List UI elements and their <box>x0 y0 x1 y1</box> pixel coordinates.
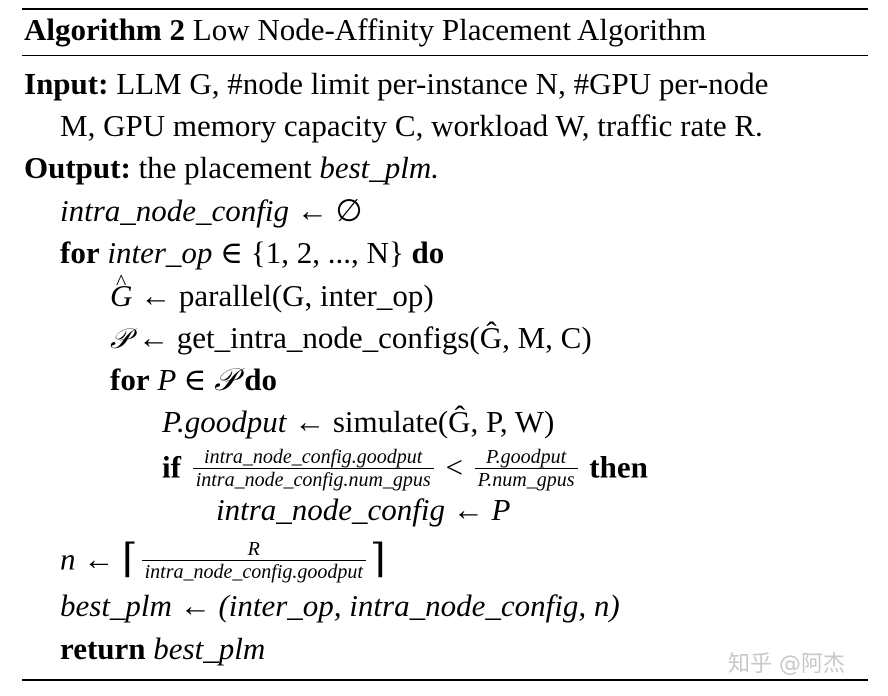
step-9-fraction-num: R <box>141 538 366 561</box>
step-11-var: best_plm <box>153 631 266 666</box>
step-2: for inter_op ∈ {1, 2, ..., N} do <box>60 235 444 271</box>
step-11-return: return <box>60 631 146 666</box>
ceil-left: ⌈ <box>122 535 138 581</box>
step-9-lhs: n ← <box>60 541 115 577</box>
step-6-rhs: ← simulate(Ĝ, P, W) <box>294 404 555 439</box>
step-4-rhs: ← get_intra_node_configs(Ĝ, M, C) <box>137 320 592 355</box>
step-7-fraction-1-num: intra_node_config.goodput <box>192 446 434 469</box>
step-4-lhs: 𝒫 <box>110 322 131 355</box>
step-2-do: do <box>411 235 445 270</box>
step-7-fraction-2-den: P.num_gpus <box>477 469 575 491</box>
algorithm-title: Low Node-Affinity Placement Algorithm <box>192 12 707 47</box>
step-1-rhs: ← ∅ <box>296 193 363 228</box>
output-keyword: Output: <box>24 150 131 185</box>
step-3-rhs: ← parallel(G, inter_op) <box>140 278 434 313</box>
top-rule <box>22 8 868 10</box>
step-6: P.goodput ← simulate(Ĝ, P, W) <box>162 404 554 440</box>
step-10-lhs: best_plm <box>60 588 172 623</box>
bottom-rule <box>22 679 868 681</box>
algorithm-header: Algorithm 2 Low Node-Affinity Placement … <box>24 12 706 48</box>
input-text-1: LLM G, #node limit per-instance N, #GPU … <box>116 66 769 101</box>
step-8: intra_node_config ← P <box>216 492 510 528</box>
step-5-for: for <box>110 362 150 397</box>
input-text-2: M, GPU memory capacity C, workload W, tr… <box>60 108 763 143</box>
step-3: G ← parallel(G, inter_op) <box>110 278 434 314</box>
input-keyword: Input: <box>24 66 109 101</box>
step-7-fraction-1-den: intra_node_config.num_gpus <box>195 469 431 491</box>
step-11: return best_plm <box>60 631 265 667</box>
step-8-text: intra_node_config ← P <box>216 492 511 527</box>
watermark: 知乎 @阿杰 <box>728 652 845 677</box>
step-1-var: intra_node_config <box>60 193 290 228</box>
step-6-lhs: P.goodput <box>162 404 287 439</box>
header-rule <box>22 55 868 56</box>
step-5: for P ∈ 𝒫 do <box>110 362 277 398</box>
step-5-expr: P ∈ 𝒫 <box>157 362 237 397</box>
step-2-set: ∈ {1, 2, ..., N} <box>220 235 404 270</box>
step-7-fraction-1: intra_node_config.goodput intra_node_con… <box>192 446 434 491</box>
step-1: intra_node_config ← ∅ <box>60 193 363 229</box>
step-7: if intra_node_config.goodput intra_node_… <box>162 446 648 493</box>
step-9-fraction: R intra_node_config.goodput <box>141 538 366 583</box>
step-9-fraction-den: intra_node_config.goodput <box>144 561 363 583</box>
step-7-then: then <box>589 449 648 485</box>
step-10-rhs: ← (inter_op, intra_node_config, n) <box>179 588 620 623</box>
output-var: best_plm. <box>319 150 439 185</box>
step-7-lt: < <box>445 449 463 485</box>
step-10: best_plm ← (inter_op, intra_node_config,… <box>60 588 620 624</box>
step-3-lhs: G <box>110 278 132 314</box>
output-line: Output: the placement best_plm. <box>24 150 439 186</box>
input-line-1: Input: LLM G, #node limit per-instance N… <box>24 66 768 102</box>
step-9: n ← ⌈ R intra_node_config.goodput ⌉ <box>60 538 386 585</box>
step-7-fraction-2-num: P.goodput <box>474 446 578 469</box>
output-text: the placement <box>138 150 312 185</box>
step-4: 𝒫 ← get_intra_node_configs(Ĝ, M, C) <box>110 320 592 357</box>
step-2-for: for <box>60 235 100 270</box>
algorithm-label: Algorithm 2 <box>24 12 186 47</box>
input-line-2: M, GPU memory capacity C, workload W, tr… <box>60 108 763 144</box>
step-7-if: if <box>162 449 181 485</box>
step-7-fraction-2: P.goodput P.num_gpus <box>474 446 578 491</box>
step-5-do: do <box>244 362 278 397</box>
ceil-right: ⌉ <box>369 535 386 581</box>
